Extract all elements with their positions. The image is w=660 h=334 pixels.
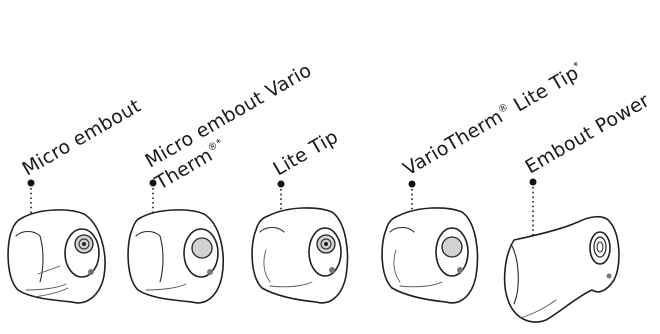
variotherm-lite-tip-illustration: [381, 207, 479, 304]
micro-embout-variotherm-illustration: [127, 209, 224, 304]
label-variotherm-lite-tip-text: Lite Tip: [505, 62, 583, 120]
label-variotherm-registered: ®: [496, 101, 510, 116]
lite-tip-illustration: [251, 207, 349, 304]
label-variotherm-text: VarioTherm: [400, 106, 507, 181]
label-variotherm-asterisk: *: [572, 60, 582, 72]
micro-embout-illustration: [7, 209, 106, 304]
label-micro-embout: Micro embout: [19, 95, 145, 181]
embout-power-illustration: [503, 215, 620, 323]
label-lite-tip: Lite Tip: [270, 126, 343, 181]
